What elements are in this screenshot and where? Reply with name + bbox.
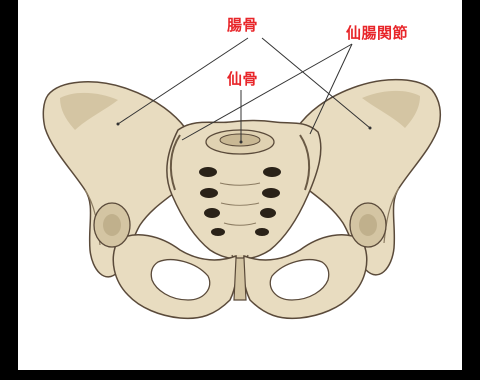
pubic-symphysis <box>234 258 246 300</box>
sacroiliac-joint-label: 仙腸関節 <box>346 22 408 43</box>
sacrum-label: 仙骨 <box>227 68 258 89</box>
ilium-label: 腸骨 <box>227 14 258 35</box>
